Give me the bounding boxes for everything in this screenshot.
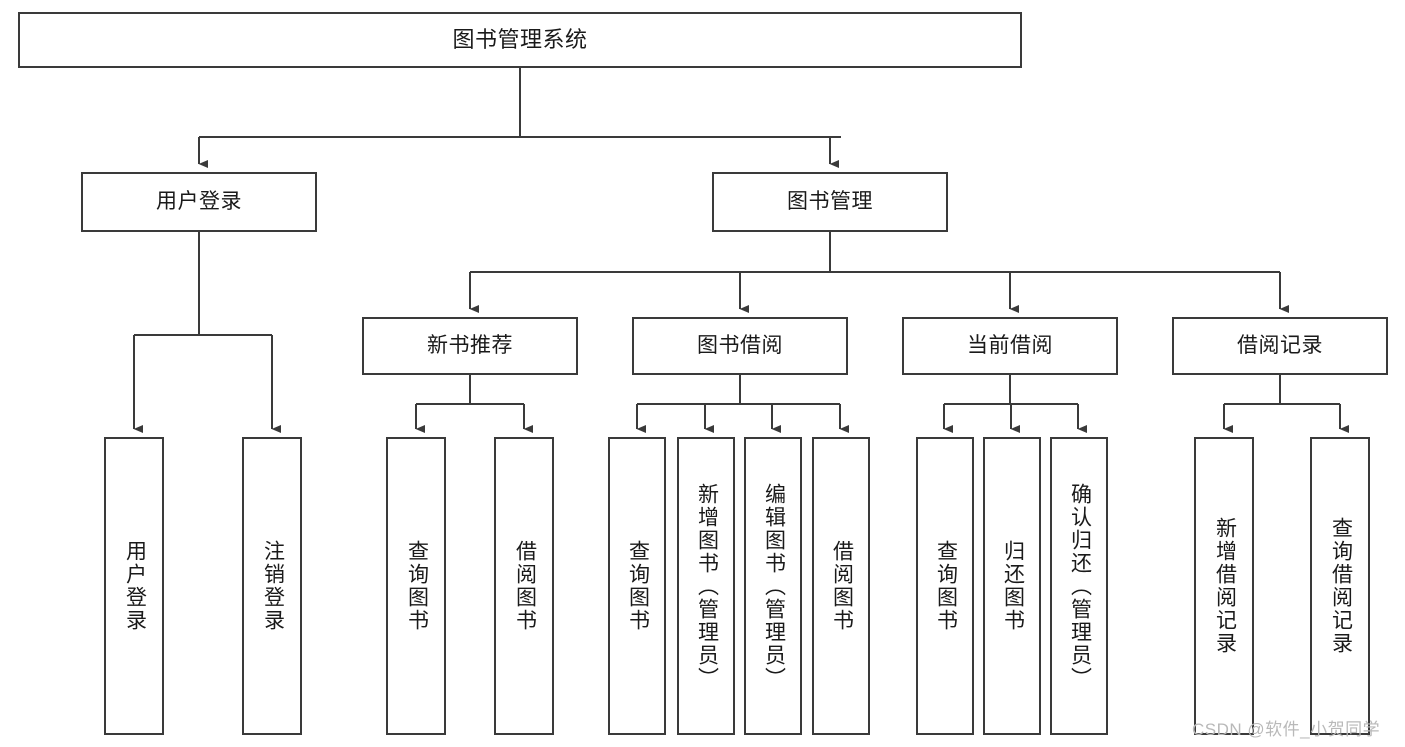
leaf-newbook-borrow-book[interactable]: 借阅图书: [494, 437, 554, 735]
node-user-login[interactable]: 用户登录: [81, 172, 317, 232]
node-book-borrow[interactable]: 图书借阅: [632, 317, 848, 375]
leaf-records-query-record-label: 查询借阅记录: [1329, 517, 1353, 655]
leaf-user-login[interactable]: 用户登录: [104, 437, 164, 735]
leaf-user-login-label: 用户登录: [123, 540, 147, 632]
leaf-borrow-query-book-label: 查询图书: [626, 540, 650, 632]
node-new-book-recommend-label: 新书推荐: [427, 334, 513, 358]
node-root[interactable]: 图书管理系统: [18, 12, 1022, 68]
node-current-borrow-label: 当前借阅: [967, 334, 1053, 358]
leaf-user-logout[interactable]: 注销登录: [242, 437, 302, 735]
leaf-current-query-book[interactable]: 查询图书: [916, 437, 974, 735]
leaf-records-query-record[interactable]: 查询借阅记录: [1310, 437, 1370, 735]
node-user-login-label: 用户登录: [156, 190, 242, 214]
node-book-management[interactable]: 图书管理: [712, 172, 948, 232]
leaf-newbook-query-book[interactable]: 查询图书: [386, 437, 446, 735]
leaf-borrow-borrow-book[interactable]: 借阅图书: [812, 437, 870, 735]
leaf-current-return-book-label: 归还图书: [1001, 540, 1025, 632]
leaf-newbook-query-book-label: 查询图书: [405, 540, 429, 632]
node-root-label: 图书管理系统: [452, 26, 588, 52]
leaf-borrow-query-book[interactable]: 查询图书: [608, 437, 666, 735]
leaf-user-logout-label: 注销登录: [261, 540, 285, 632]
leaf-current-query-book-label: 查询图书: [934, 540, 958, 632]
leaf-records-add-record-label: 新增借阅记录: [1213, 517, 1237, 655]
leaf-borrow-borrow-book-label: 借阅图书: [830, 540, 854, 632]
node-book-borrow-label: 图书借阅: [697, 334, 783, 358]
leaf-borrow-add-book-admin-label: 新增图书（管理员）: [695, 482, 719, 690]
leaf-borrow-edit-book-admin[interactable]: 编辑图书（管理员）: [744, 437, 802, 735]
leaf-current-confirm-return-admin[interactable]: 确认归还（管理员）: [1050, 437, 1108, 735]
node-borrow-records-label: 借阅记录: [1237, 334, 1323, 358]
leaf-current-confirm-return-admin-label: 确认归还（管理员）: [1068, 482, 1092, 690]
csdn-watermark: CSDN @软件_小贺同学: [1192, 720, 1381, 739]
node-new-book-recommend[interactable]: 新书推荐: [362, 317, 578, 375]
node-current-borrow[interactable]: 当前借阅: [902, 317, 1118, 375]
node-book-management-label: 图书管理: [787, 190, 873, 214]
node-borrow-records[interactable]: 借阅记录: [1172, 317, 1388, 375]
leaf-current-return-book[interactable]: 归还图书: [983, 437, 1041, 735]
leaf-records-add-record[interactable]: 新增借阅记录: [1194, 437, 1254, 735]
leaf-borrow-edit-book-admin-label: 编辑图书（管理员）: [762, 482, 786, 690]
leaf-borrow-add-book-admin[interactable]: 新增图书（管理员）: [677, 437, 735, 735]
leaf-newbook-borrow-book-label: 借阅图书: [513, 540, 537, 632]
